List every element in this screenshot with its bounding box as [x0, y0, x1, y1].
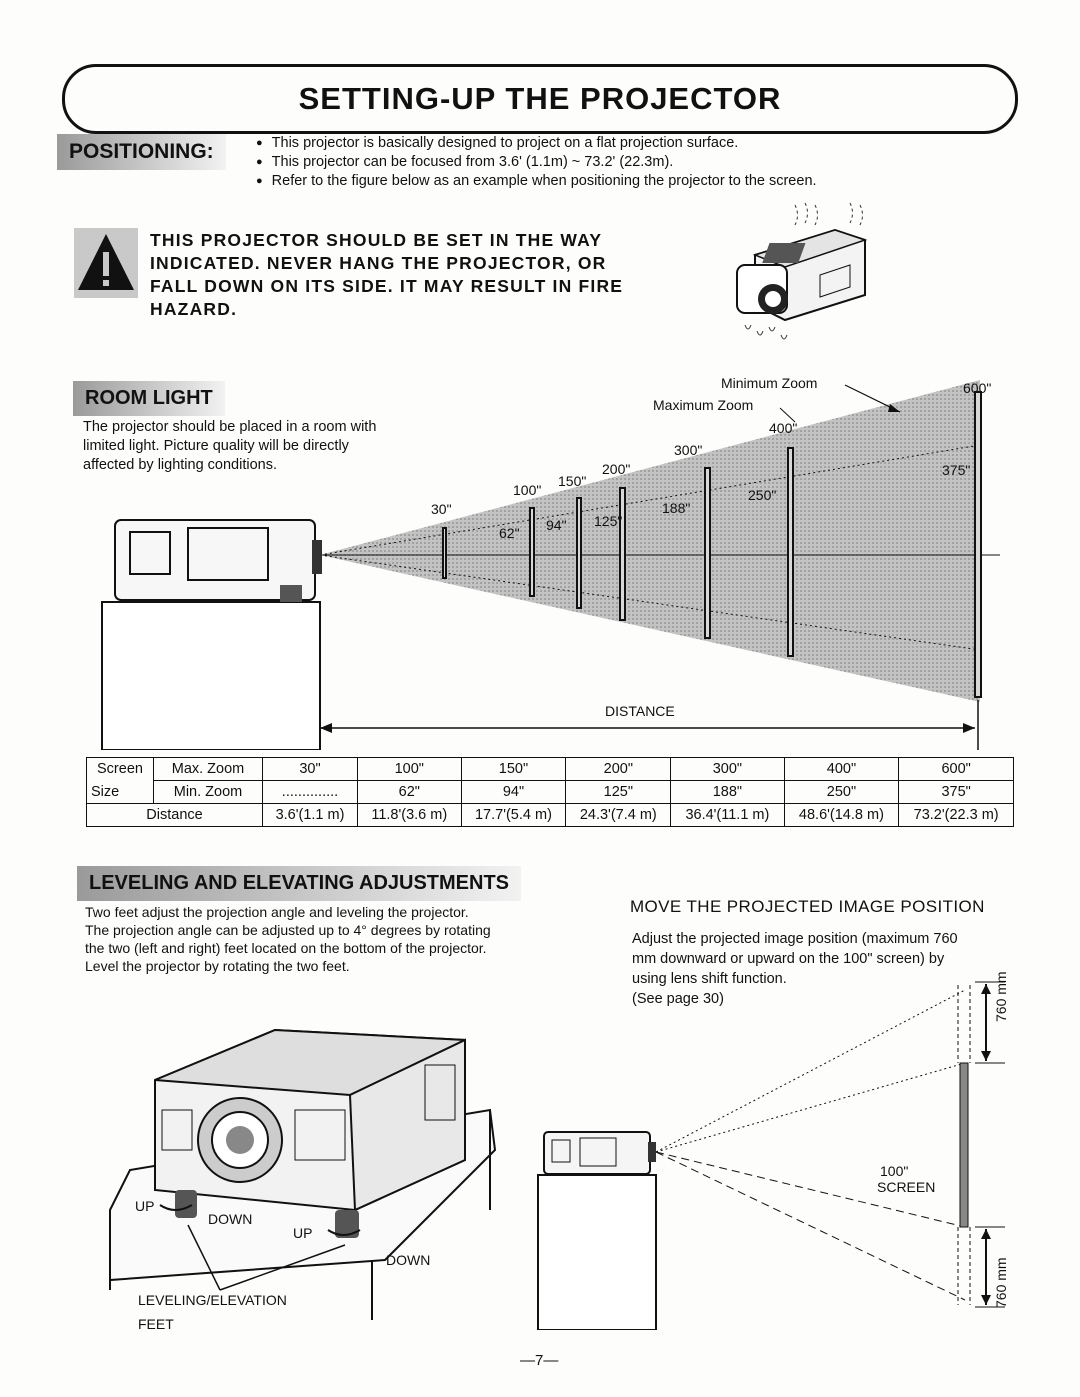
move-line: Adjust the projected image position (max… [632, 931, 958, 947]
size-label-max: 400" [769, 420, 798, 436]
positioning-bullet: This projector can be focused from 3.6' … [256, 153, 976, 172]
size-label-min: 375" [942, 462, 971, 478]
room-light-heading: ROOM LIGHT [73, 381, 225, 416]
table-cell: Min. Zoom [153, 780, 263, 804]
warning-line: HAZARD. [150, 299, 238, 319]
table-cell: 48.6'(14.8 m) [783, 803, 900, 827]
move-line: (See page 30) [632, 991, 724, 1007]
shift-down-760mm-label: 760 mm [993, 1257, 1009, 1308]
table-row: Size Min. Zoom .............. 62" 94" 12… [86, 780, 1014, 804]
positioning-heading: POSITIONING: [57, 134, 226, 170]
size-label-min: 188" [662, 500, 691, 516]
positioning-bullets: This projector is basically designed to … [256, 134, 976, 191]
feet-label: LEVELING/ELEVATION [138, 1292, 287, 1308]
table-cell: 375" [898, 780, 1014, 804]
page-number: —7— [520, 1352, 559, 1369]
screen-size-label: 100" [880, 1163, 909, 1179]
down-label: DOWN [386, 1252, 431, 1268]
table-cell: Max. Zoom [153, 757, 263, 781]
table-cell: 11.8'(3.6 m) [357, 803, 462, 827]
leveling-line: the two (left and right) feet located on… [85, 940, 487, 956]
size-label-max: 300" [674, 442, 703, 458]
table-cell: Size [86, 780, 154, 804]
table-row: Screen Max. Zoom 30" 100" 150" 200" 300"… [86, 757, 1014, 781]
table-cell: 200" [565, 757, 672, 781]
table-cell: 300" [670, 757, 785, 781]
table-cell: 73.2'(22.3 m) [898, 803, 1014, 827]
table-cell: 188" [670, 780, 785, 804]
warning-line: FALL DOWN ON ITS SIDE. IT MAY RESULT IN … [150, 276, 624, 296]
table-cell: .............. [262, 780, 358, 804]
room-light-line: affected by lighting conditions. [83, 457, 278, 473]
warning-icon [74, 228, 138, 298]
leveling-heading: LEVELING AND ELEVATING ADJUSTMENTS [77, 866, 522, 901]
table-cell: 600" [898, 757, 1014, 781]
room-light-line: limited light. Picture quality will be d… [83, 438, 349, 454]
warning-text: THIS PROJECTOR SHOULD BE SET IN THE WAY … [150, 229, 710, 321]
projection-distance-diagram: Minimum Zoom Maximum Zoom 30" 100" 150" … [80, 370, 1080, 750]
size-label-min: 250" [748, 487, 777, 503]
up-label: UP [293, 1225, 313, 1241]
size-label-max: 200" [602, 461, 631, 477]
shift-up-760mm-label: 760 mm [993, 971, 1009, 1022]
table-cell: 125" [565, 780, 672, 804]
minimum-zoom-label: Minimum Zoom [721, 375, 818, 391]
feet-label: FEET [138, 1316, 174, 1332]
size-label-min: 94" [546, 517, 567, 533]
down-label: DOWN [208, 1211, 253, 1227]
move-line: mm downward or upward on the 100" screen… [632, 951, 945, 967]
screen-label: SCREEN [877, 1179, 936, 1195]
warning-line: INDICATED. NEVER HANG THE PROJECTOR, OR [150, 253, 607, 273]
leveling-feet-illustration: UP DOWN UP DOWN LEVELING/ELEVATION FEET [100, 1000, 520, 1340]
table-cell: 150" [460, 757, 567, 781]
table-cell: 24.3'(7.4 m) [565, 803, 672, 827]
size-label-min: 62" [499, 525, 520, 541]
maximum-zoom-label: Maximum Zoom [653, 397, 754, 413]
distance-label: DISTANCE [605, 703, 675, 719]
screen-size-distance-table: Screen Max. Zoom 30" 100" 150" 200" 300"… [86, 757, 1014, 827]
size-label-max: 600" [963, 380, 992, 396]
leveling-line: Level the projector by rotating the two … [85, 958, 350, 974]
table-cell: 250" [783, 780, 900, 804]
table-cell: 400" [783, 757, 900, 781]
move-line: using lens shift function. [632, 971, 787, 987]
positioning-bullet: This projector is basically designed to … [256, 134, 976, 153]
table-cell: Screen [86, 757, 154, 781]
up-label: UP [135, 1198, 155, 1214]
table-cell: 36.4'(11.1 m) [670, 803, 785, 827]
move-text: Adjust the projected image position (max… [632, 929, 1052, 1009]
table-cell: 3.6'(1.1 m) [262, 803, 358, 827]
positioning-bullet: Refer to the figure below as an example … [256, 172, 976, 191]
table-cell: 100" [357, 757, 462, 781]
table-cell: Distance [86, 803, 263, 827]
leveling-line: The projection angle can be adjusted up … [85, 922, 491, 938]
leveling-line: Two feet adjust the projection angle and… [85, 904, 469, 920]
title-banner: SETTING-UP THE PROJECTOR [62, 64, 1018, 134]
leveling-text: Two feet adjust the projection angle and… [85, 903, 615, 975]
move-heading: MOVE THE PROJECTED IMAGE POSITION [630, 897, 985, 916]
table-cell: 30" [262, 757, 358, 781]
size-label-max: 30" [431, 501, 452, 517]
table-cell: 94" [460, 780, 567, 804]
table-cell: 62" [357, 780, 462, 804]
warning-line: THIS PROJECTOR SHOULD BE SET IN THE WAY [150, 230, 603, 250]
page-title: SETTING-UP THE PROJECTOR [298, 81, 782, 116]
size-label-min: 125" [594, 513, 623, 529]
size-label-max: 100" [513, 482, 542, 498]
table-row: Distance 3.6'(1.1 m) 11.8'(3.6 m) 17.7'(… [86, 803, 1014, 827]
projector-overheat-illustration [725, 195, 885, 355]
lens-shift-illustration: 100" SCREEN 760 mm 760 mm [530, 970, 1050, 1330]
size-label-max: 150" [558, 473, 587, 489]
room-light-line: The projector should be placed in a room… [83, 419, 377, 435]
room-light-text: The projector should be placed in a room… [83, 418, 453, 475]
table-cell: 17.7'(5.4 m) [460, 803, 567, 827]
